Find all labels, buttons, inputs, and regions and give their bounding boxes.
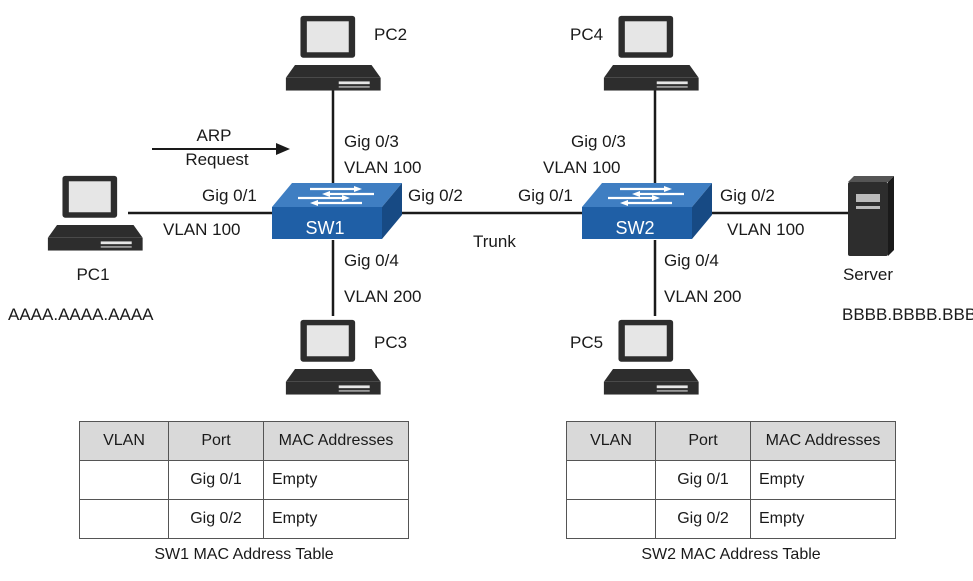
pc3-label: PC3 xyxy=(374,333,407,352)
sw2-pc5-vlan: VLAN 200 xyxy=(664,287,742,306)
server-icon[interactable] xyxy=(848,176,894,256)
sw1-table-caption: SW1 MAC Address Table xyxy=(154,546,334,563)
mac-cell: Empty xyxy=(263,460,409,500)
pc2-label: PC2 xyxy=(374,25,407,44)
pc3-icon[interactable] xyxy=(285,319,381,395)
table-row: Gig 0/1 Empty xyxy=(566,460,896,500)
vlan-cell xyxy=(566,499,656,539)
arp-arrow-icon xyxy=(152,143,290,155)
sw2-trunk-port: Gig 0/1 xyxy=(518,186,573,205)
sw1-pc1-port: Gig 0/1 xyxy=(202,186,257,205)
sw1-pc2-port: Gig 0/3 xyxy=(344,132,399,151)
table-header-row: VLAN Port MAC Addresses xyxy=(566,421,896,461)
port-cell: Gig 0/1 xyxy=(655,460,751,500)
pc2-icon[interactable] xyxy=(285,15,381,91)
vlan-cell xyxy=(566,460,656,500)
col-vlan-header: VLAN xyxy=(566,421,656,461)
col-port-header: Port xyxy=(168,421,264,461)
col-mac-header: MAC Addresses xyxy=(263,421,409,461)
col-vlan-header: VLAN xyxy=(79,421,169,461)
sw1-trunk-port: Gig 0/2 xyxy=(408,186,463,205)
vlan-cell xyxy=(79,499,169,539)
sw1-pc3-port: Gig 0/4 xyxy=(344,251,399,270)
table-row: Gig 0/2 Empty xyxy=(566,499,896,539)
col-mac-header: MAC Addresses xyxy=(750,421,896,461)
sw1-label: SW1 xyxy=(305,218,344,238)
port-cell: Gig 0/1 xyxy=(168,460,264,500)
server-mac: BBBB.BBBB.BBBB xyxy=(842,305,973,324)
pc4-label: PC4 xyxy=(570,25,603,44)
sw2-mac-table: VLAN Port MAC Addresses Gig 0/1 Empty Gi… xyxy=(566,421,896,539)
pc5-label: PC5 xyxy=(570,333,603,352)
arp-label-line2: Request xyxy=(185,150,249,169)
table-row: Gig 0/2 Empty xyxy=(79,499,409,539)
link-lines xyxy=(128,90,848,316)
pc1-label: PC1 xyxy=(76,265,109,284)
server-label: Server xyxy=(843,265,893,284)
sw2-server-vlan: VLAN 100 xyxy=(727,220,805,239)
pc4-icon[interactable] xyxy=(603,15,699,91)
sw2-server-port: Gig 0/2 xyxy=(720,186,775,205)
sw2-pc4-port: Gig 0/3 xyxy=(571,132,626,151)
sw2-pc5-port: Gig 0/4 xyxy=(664,251,719,270)
sw1-pc3-vlan: VLAN 200 xyxy=(344,287,422,306)
col-port-header: Port xyxy=(655,421,751,461)
sw1-pc2-vlan: VLAN 100 xyxy=(344,158,422,177)
pc5-icon[interactable] xyxy=(603,319,699,395)
sw2-label: SW2 xyxy=(615,218,654,238)
arp-label-line1: ARP xyxy=(197,126,232,145)
sw1-pc1-vlan: VLAN 100 xyxy=(163,220,241,239)
mac-cell: Empty xyxy=(263,499,409,539)
port-cell: Gig 0/2 xyxy=(168,499,264,539)
sw2-pc4-vlan: VLAN 100 xyxy=(543,158,621,177)
sw2-table-caption: SW2 MAC Address Table xyxy=(641,546,821,563)
mac-cell: Empty xyxy=(750,460,896,500)
pc1-mac: AAAA.AAAA.AAAA xyxy=(8,305,154,324)
trunk-label: Trunk xyxy=(473,232,516,251)
mac-cell: Empty xyxy=(750,499,896,539)
table-row: Gig 0/1 Empty xyxy=(79,460,409,500)
vlan-cell xyxy=(79,460,169,500)
port-cell: Gig 0/2 xyxy=(655,499,751,539)
sw1-mac-table: VLAN Port MAC Addresses Gig 0/1 Empty Gi… xyxy=(79,421,409,539)
table-header-row: VLAN Port MAC Addresses xyxy=(79,421,409,461)
